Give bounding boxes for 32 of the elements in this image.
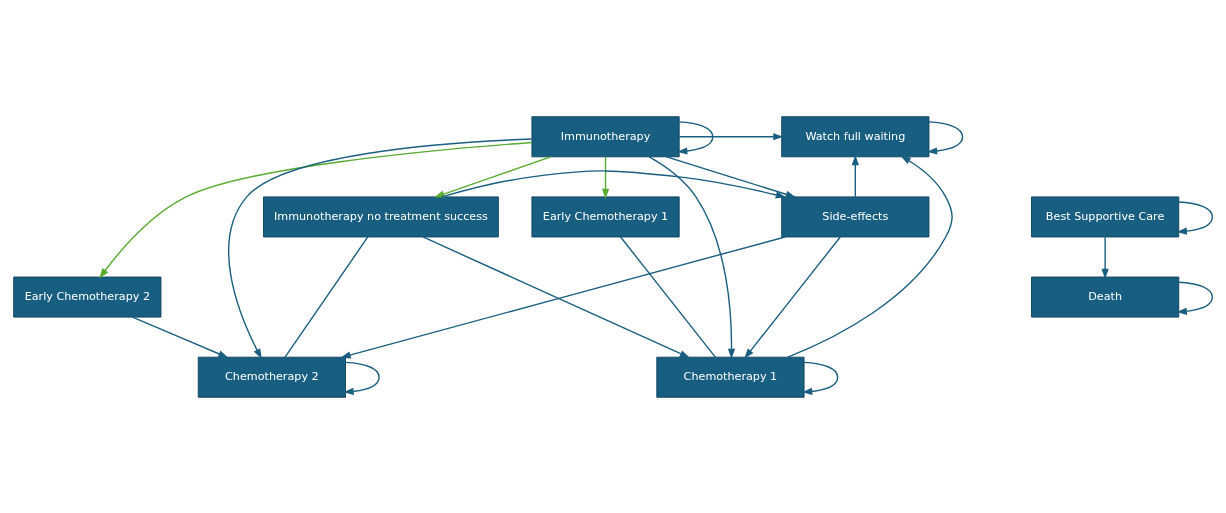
node-box: Immunotherapy [531,115,680,157]
arrow [343,361,380,395]
arrow [851,154,859,198]
node-box: Chemotherapy 2 [197,356,346,398]
connector [284,235,369,358]
arrow [1101,236,1109,279]
arrow [787,155,953,358]
arrow [926,120,964,155]
arrow [744,235,841,359]
node-box: Early Chemotherapy 2 [13,276,162,318]
arrow [665,155,796,198]
arrow [99,141,533,278]
arrow [678,132,784,140]
arrow [228,137,533,359]
arrow [648,155,736,359]
node-box: Best Supportive Care [1031,195,1180,237]
connector [619,235,717,358]
arrow [422,235,691,358]
arrow [340,235,786,358]
arrow [1176,281,1213,315]
arrow [801,361,839,395]
arrow [1176,200,1213,235]
arrow [131,315,229,358]
node-box: Early Chemotherapy 1 [531,195,680,237]
node-box: Watch full waiting [781,115,930,157]
arrow [677,120,714,155]
node-box: Side-effects [781,195,930,237]
arrow [441,169,786,198]
arrow [601,155,610,199]
node-box: Chemotherapy 1 [656,356,805,398]
node-box: Death [1031,276,1180,318]
node-box: Immunotherapy no treatment success [263,195,499,237]
